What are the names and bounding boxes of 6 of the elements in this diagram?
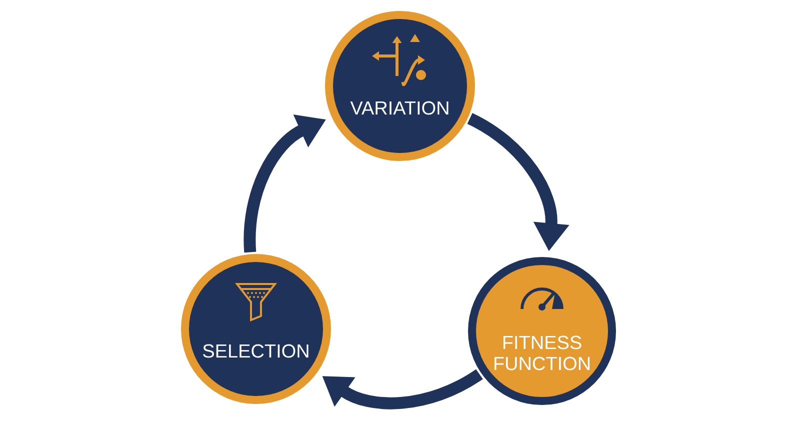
fitness-circle [468,257,616,405]
variation-circle [325,11,475,161]
node-label: FITNESS FUNCTION [494,336,590,370]
node-label: SELECTION [203,344,308,358]
selection-circle [181,254,331,404]
node-label: VARIATION [350,101,448,115]
